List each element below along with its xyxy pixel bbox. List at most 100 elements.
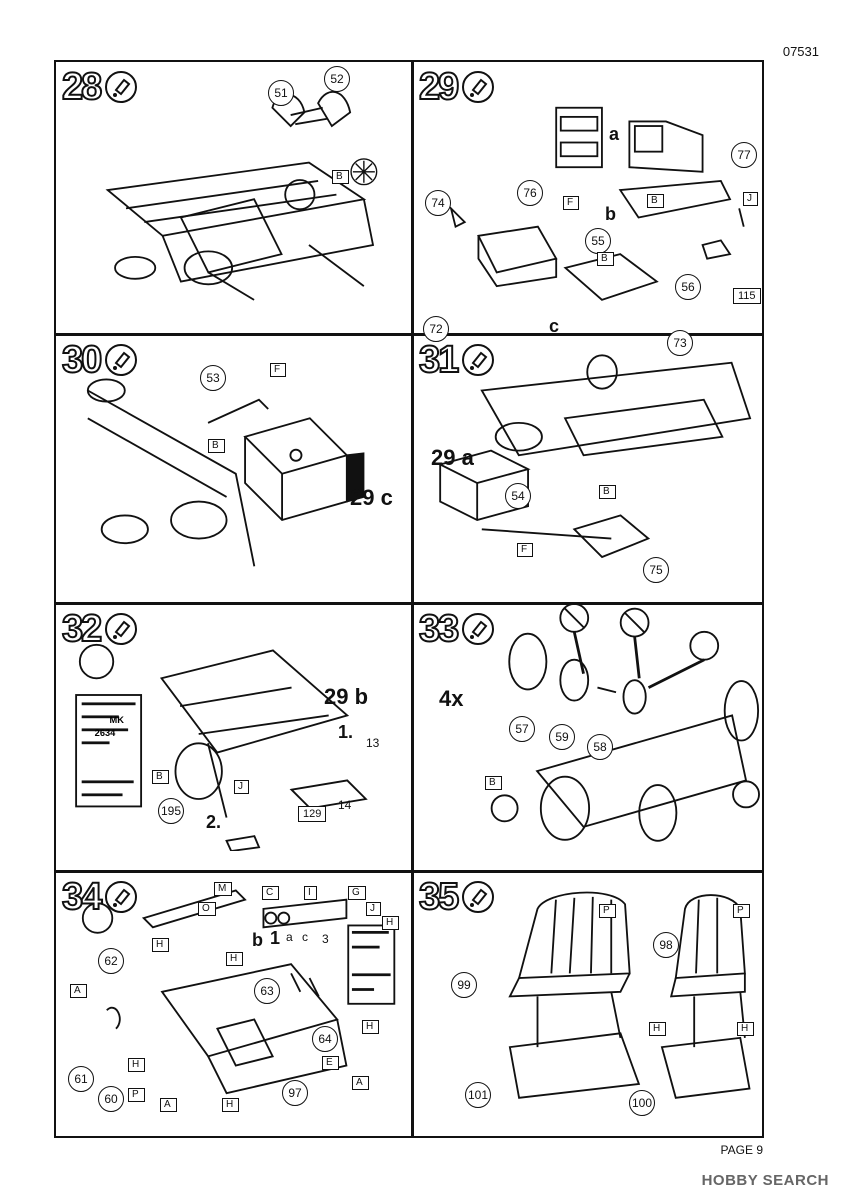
decal-tag: G [348, 886, 366, 900]
glue-icon [105, 71, 138, 103]
cab-floor-drawing [81, 889, 396, 1095]
decal-tag: F [563, 196, 580, 210]
step-32-panel: MK 2634 32 29 b 1. 2. 13 14 195 B J 129 [56, 604, 411, 851]
part-label: 62 [98, 948, 124, 974]
decal-tag: B [152, 770, 169, 784]
decal-tag: F [517, 543, 534, 557]
part-label: 99 [451, 972, 477, 998]
sub-step-1: 1 [270, 928, 281, 948]
order-step-2: 2. [206, 812, 222, 832]
decal-tag: H [226, 952, 244, 966]
decal-tag: E [322, 1056, 339, 1070]
glue-icon [105, 881, 138, 913]
watermark: HOBBY SEARCH [701, 1172, 829, 1189]
part-label: 63 [254, 978, 280, 1004]
part-label: 101 [465, 1082, 491, 1108]
part-label: 97 [282, 1080, 308, 1106]
assembly-callout: 29 c [350, 485, 393, 510]
part-label: 74 [425, 190, 451, 216]
wheels-drawing [490, 604, 760, 842]
decal-tag: J [234, 780, 249, 794]
fuel-tank-drawing [86, 378, 365, 567]
part-label: 64 [312, 1026, 338, 1052]
catalog-code: 07531 [782, 44, 819, 59]
step-33-header: 33 [418, 608, 495, 650]
assembly-callout: 29 b [324, 684, 369, 709]
decal-tag: B [597, 252, 614, 266]
step-31-panel: 31 29 a 54 75 B F [413, 335, 768, 583]
part-label: 73 [667, 330, 693, 356]
part-label: 53 [200, 365, 226, 391]
step-number: 33 [418, 608, 460, 650]
part-number: 14 [338, 798, 352, 812]
part-box: 129 [298, 806, 327, 822]
decal-tag: B [208, 439, 225, 453]
part-label: 58 [587, 734, 613, 760]
part-number: 13 [366, 736, 380, 750]
page-number: PAGE 9 [720, 1143, 763, 1157]
decal-tag: H [737, 1022, 755, 1036]
decal-tag: B [485, 776, 502, 790]
part-label: 100 [629, 1090, 655, 1116]
part-box: 115 [733, 288, 761, 304]
glue-icon [462, 881, 495, 913]
part-label: 61 [68, 1066, 94, 1092]
order-step-1: 1. [338, 722, 354, 742]
decal-tag: B [647, 194, 664, 208]
part-label: 98 [653, 932, 679, 958]
decal-tag: F [270, 363, 287, 377]
sub-step-3: 3 [322, 932, 329, 946]
seats-drawing [508, 891, 751, 1099]
part-label: 57 [509, 716, 535, 742]
sub-step-b: b [605, 204, 616, 224]
decal-tag: H [362, 1020, 380, 1034]
part-label: 56 [675, 274, 701, 300]
part-label: 195 [158, 798, 184, 824]
part-label: 76 [517, 180, 543, 206]
step-29-panel: 29 a b c 77 76 74 55 56 72 73 B F J B 11… [413, 62, 768, 356]
sub-step-a: a [609, 124, 620, 144]
decal-tag: O [198, 902, 216, 916]
decal-tag: H [649, 1022, 667, 1036]
step-29-header: 29 [418, 67, 495, 107]
dashboard-parts-drawing [449, 106, 745, 301]
step-33-panel: 33 4x 57 59 58 B [413, 604, 768, 851]
decal-tag: A [352, 1076, 369, 1090]
step-number: 34 [61, 876, 103, 918]
decal-tag: A [160, 1098, 177, 1112]
frame-rear-drawing: MK 2634 [75, 643, 368, 851]
decal-tag: I [304, 886, 317, 900]
part-label: 72 [423, 316, 449, 342]
step-28-panel: 28 51 52 B [56, 62, 411, 309]
part-label: 77 [731, 142, 757, 168]
decal-tag: H [128, 1058, 146, 1072]
part-label: 51 [268, 80, 294, 106]
svg-text:MK: MK [110, 715, 125, 725]
decal-tag: J [743, 192, 758, 206]
glue-icon [105, 613, 138, 645]
decal-tag: P [733, 904, 750, 918]
part-label: 54 [505, 483, 531, 509]
decal-tag: A [70, 984, 87, 998]
assembly-callout: 29 a [431, 445, 474, 470]
glue-icon [462, 613, 495, 645]
quantity-callout: 4x [439, 686, 464, 711]
divider-row-3 [56, 870, 762, 873]
glue-icon [105, 344, 138, 376]
decal-tag: P [599, 904, 616, 918]
step-28-header: 28 [61, 67, 138, 107]
divider-vertical [411, 62, 414, 1136]
decal-tag: H [382, 916, 400, 930]
decal-tag: H [222, 1098, 240, 1112]
step-number: 31 [418, 339, 460, 381]
step-32-header: 32 [61, 609, 138, 649]
decal-tag: J [366, 902, 381, 916]
decal-tag: H [152, 938, 170, 952]
step-35-header: 35 [418, 877, 495, 917]
decal-tag: P [128, 1088, 145, 1102]
glue-icon [462, 344, 495, 376]
instruction-frame: 28 51 52 B 29 [54, 60, 764, 1138]
decal-tag: B [599, 485, 616, 499]
sub-step-c: c [549, 316, 560, 336]
part-label: 55 [585, 228, 611, 254]
